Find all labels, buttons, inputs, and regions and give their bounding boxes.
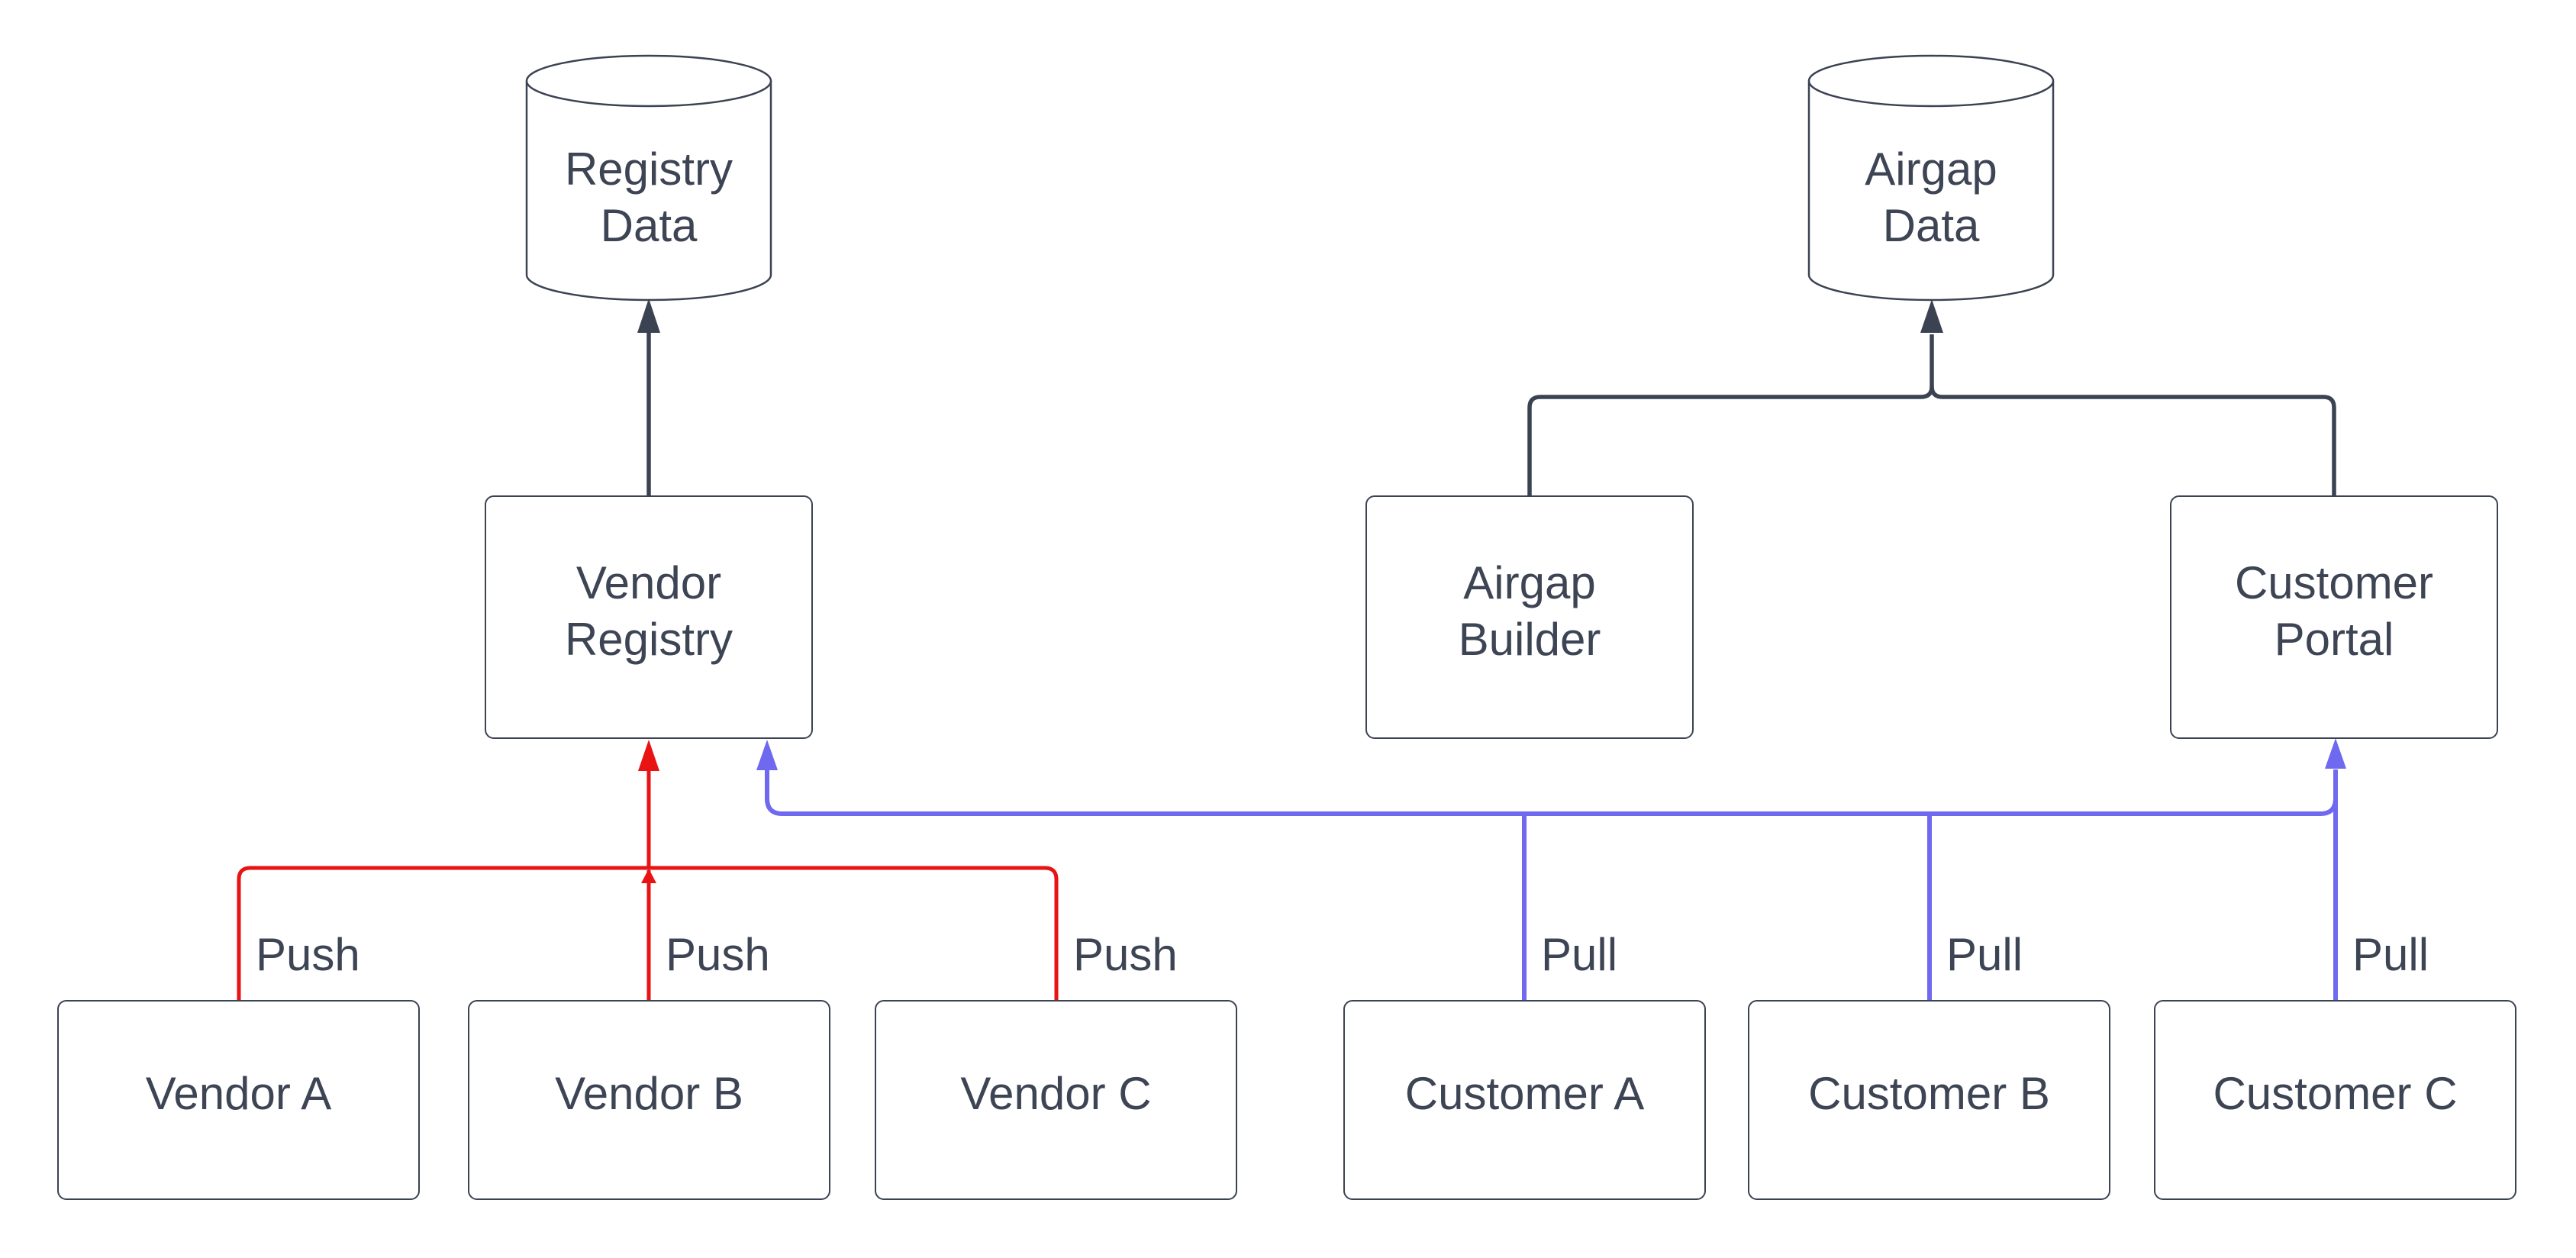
customer-portal-node[interactable]: Customer Portal: [2170, 495, 2498, 739]
airgap-builder-node[interactable]: Airgap Builder: [1365, 495, 1694, 739]
registry-data-label: Registry Data: [564, 144, 733, 251]
customer-portal-label: Customer Portal: [2234, 556, 2434, 665]
customer-a-label: Customer A: [1404, 1068, 1645, 1119]
registry-data-cylinder-top[interactable]: [525, 54, 772, 108]
vendor-c-node[interactable]: Vendor C: [875, 1000, 1237, 1200]
edge-pull-bus[interactable]: [765, 798, 2338, 816]
vendor-b-label: Vendor B: [555, 1068, 743, 1119]
edge-airgap-builder-to-airgap-data[interactable]: [1527, 334, 1934, 498]
vendor-c-label: Vendor C: [960, 1068, 1152, 1119]
arrowhead-airgap-data[interactable]: [1920, 299, 1943, 333]
registry-data-node-label-wrap: Registry Data: [527, 106, 771, 297]
arrowhead-customer-portal[interactable]: [2325, 738, 2346, 769]
vendor-registry-node[interactable]: Vendor Registry: [485, 495, 813, 739]
edge-label-pull-customer-b: Pull: [1946, 929, 2023, 980]
airgap-data-cylinder-body[interactable]: [1807, 81, 2055, 302]
customer-c-node[interactable]: Customer C: [2154, 1000, 2516, 1200]
arrowhead-registry-data[interactable]: [637, 298, 660, 333]
arrowhead-push-junction[interactable]: [641, 869, 656, 883]
registry-data-cylinder[interactable]: [525, 54, 772, 302]
airgap-data-cylinder-top[interactable]: [1807, 54, 2055, 108]
airgap-data-label: Airgap Data: [1865, 144, 1997, 251]
arrowhead-vendor-registry[interactable]: [638, 740, 659, 771]
vendor-a-node[interactable]: Vendor A: [57, 1000, 420, 1200]
edge-label-pull-customer-a: Pull: [1541, 929, 1618, 980]
customer-b-node[interactable]: Customer B: [1748, 1000, 2110, 1200]
airgap-builder-label: Airgap Builder: [1458, 556, 1601, 665]
edge-label-push-vendor-a: Push: [256, 929, 360, 980]
edge-label-push-vendor-c: Push: [1073, 929, 1178, 980]
edge-label-push-vendor-b: Push: [666, 929, 770, 980]
edge-customer-portal-to-airgap-data[interactable]: [1930, 385, 2336, 498]
customer-b-label: Customer B: [1808, 1068, 2050, 1119]
arrowhead-pull-vendor-registry[interactable]: [756, 740, 778, 770]
airgap-data-node-label-wrap: Airgap Data: [1809, 106, 2053, 297]
airgap-data-cylinder[interactable]: [1807, 54, 2055, 302]
vendor-a-label: Vendor A: [145, 1068, 332, 1119]
vendor-registry-label: Vendor Registry: [564, 556, 733, 665]
vendor-b-node[interactable]: Vendor B: [468, 1000, 830, 1200]
customer-c-label: Customer C: [2213, 1068, 2458, 1119]
edge-label-pull-customer-c: Pull: [2352, 929, 2429, 980]
customer-a-node[interactable]: Customer A: [1343, 1000, 1706, 1200]
